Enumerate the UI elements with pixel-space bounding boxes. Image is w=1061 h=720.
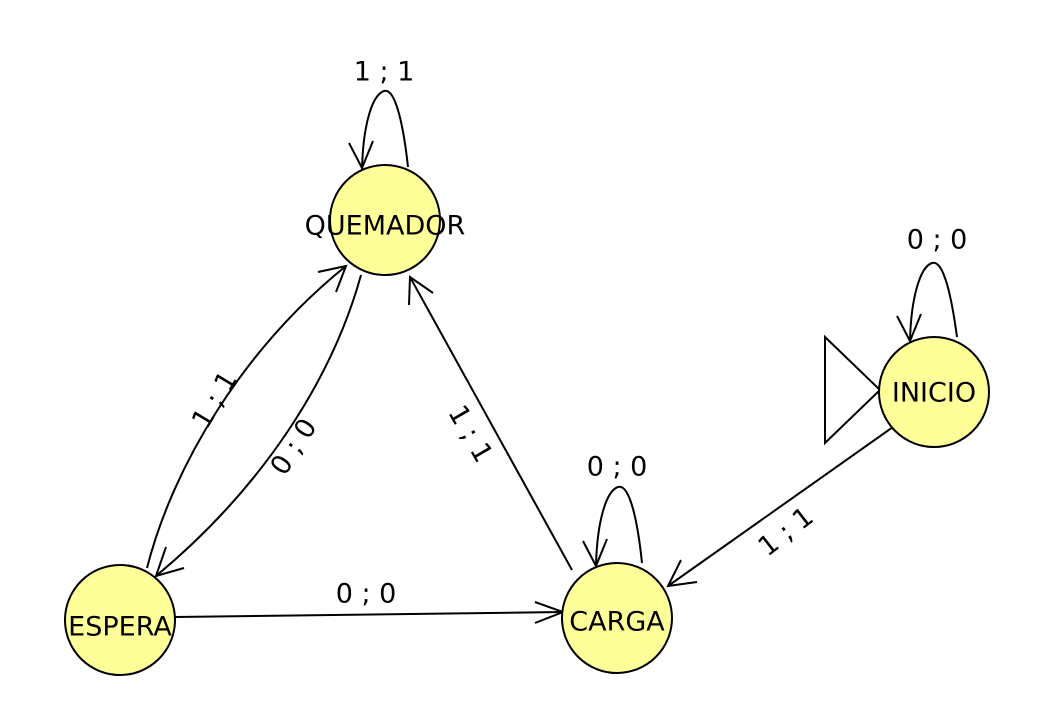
transition-carga-self: 0 ; 0 <box>582 452 648 569</box>
state-espera: ESPERA <box>64 564 176 676</box>
transition-edge <box>409 276 573 571</box>
transition-label: 0 ; 0 <box>587 452 648 483</box>
transition-edge <box>667 426 894 587</box>
transition-label: 1 ; 1 <box>186 366 244 434</box>
transition-inicio-carga: 1 ; 1 <box>666 426 894 588</box>
arrowhead-icon <box>317 264 348 293</box>
transition-espera-quemador: 1 ; 1 <box>146 264 348 569</box>
state-circle <box>64 564 176 676</box>
transition-edge <box>146 265 347 569</box>
transition-quemador-espera: 0 ; 0 <box>154 274 362 578</box>
state-quemador: QUEMADOR <box>305 164 466 276</box>
arrowhead-icon <box>582 538 608 569</box>
transition-edge <box>174 611 564 618</box>
state-carga: CARGA <box>561 562 673 674</box>
transition-espera-carga: 0 ; 0 <box>174 579 566 624</box>
transition-label: 1 ; 1 <box>354 57 415 88</box>
state-label: ESPERA <box>68 612 172 643</box>
transition-label: 1 ; 1 <box>441 400 498 468</box>
arrowhead-icon <box>154 546 185 578</box>
state-label: INICIO <box>892 378 976 409</box>
transition-label: 0 ; 0 <box>907 225 968 256</box>
state-circle <box>561 562 673 674</box>
arrowhead-icon <box>408 275 434 306</box>
transition-label: 0 ; 0 <box>264 413 323 481</box>
state-circle <box>329 164 441 276</box>
transition-edge <box>155 274 362 577</box>
transition-edge <box>909 261 958 342</box>
transition-label: 1 ; 1 <box>753 501 820 563</box>
state-label: CARGA <box>569 607 665 638</box>
transition-quemador-self: 1 ; 1 <box>348 57 415 171</box>
transition-label: 0 ; 0 <box>336 579 397 610</box>
state-inicio: INICIO <box>878 336 990 448</box>
arrowhead-icon <box>666 559 698 588</box>
state-circle <box>878 336 990 448</box>
state-label: QUEMADOR <box>305 211 466 242</box>
transition-carga-quemador: 1 ; 1 <box>408 275 573 571</box>
initial-state-marker <box>824 334 882 446</box>
arrowhead-icon <box>896 313 922 344</box>
transition-inicio-self: 0 ; 0 <box>896 225 968 344</box>
transition-edge <box>361 89 409 171</box>
arrowhead-icon <box>348 140 374 171</box>
transition-edge <box>595 485 643 567</box>
